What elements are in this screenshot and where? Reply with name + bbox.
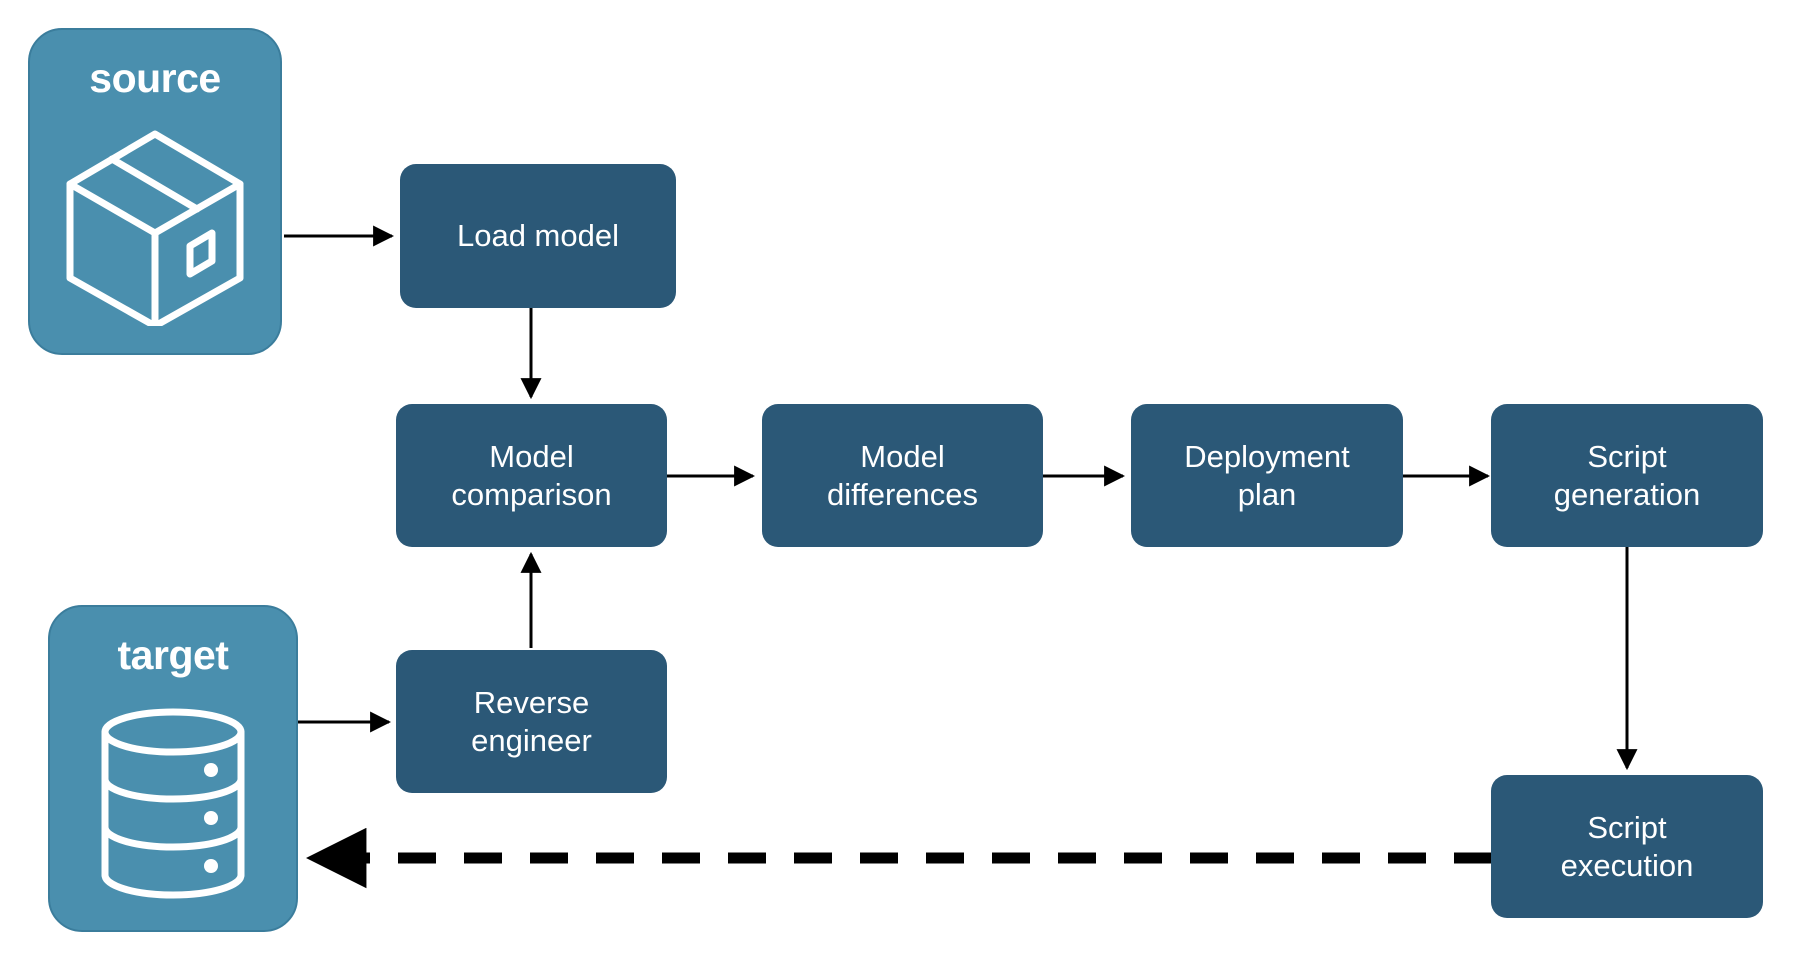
endpoint-source[interactable]: source [28, 28, 282, 355]
package-box-icon [30, 99, 280, 353]
process-script-execution[interactable]: Script execution [1491, 775, 1763, 918]
endpoint-source-label: source [89, 55, 221, 101]
process-script-generation[interactable]: Script generation [1491, 404, 1763, 547]
process-load-model[interactable]: Load model [400, 164, 676, 308]
database-cylinder-icon [50, 676, 296, 930]
endpoint-target-label: target [117, 632, 229, 678]
process-reverse-engineer[interactable]: Reverse engineer [396, 650, 667, 793]
process-model-comparison[interactable]: Model comparison [396, 404, 667, 547]
endpoint-target[interactable]: target [48, 605, 298, 932]
process-deployment-plan[interactable]: Deployment plan [1131, 404, 1403, 547]
process-model-differences[interactable]: Model differences [762, 404, 1043, 547]
